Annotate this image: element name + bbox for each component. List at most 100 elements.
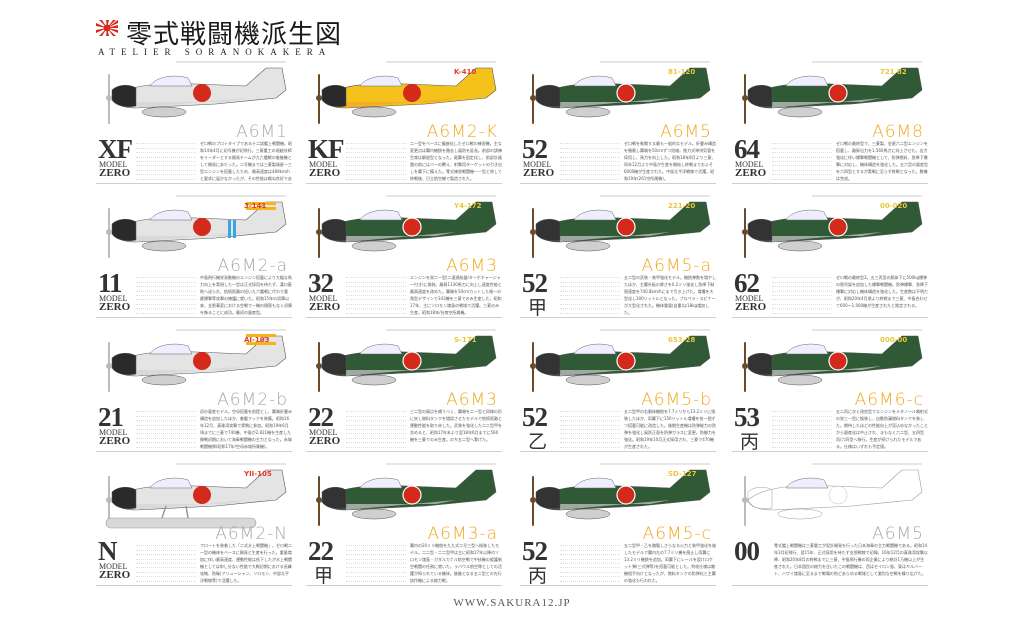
variant-description: ゼロ戦のプロトタイプである十二試艦上戦闘機。昭和14年4月に初号機が初飛行。三菱… xyxy=(200,141,292,181)
spec-table xyxy=(346,274,406,314)
variant-description: 五二型の武装・装甲強化モデル。機銃弾数を増やしたほか、主翼外板の厚さを0.2ミリ… xyxy=(624,275,716,315)
variant-designation: A6M1 xyxy=(236,122,288,142)
spec-table xyxy=(136,408,196,448)
spec-table xyxy=(560,274,620,314)
spec-table xyxy=(772,274,832,314)
model-number: 00 xyxy=(734,536,760,566)
model-number: 62 xyxy=(734,268,760,298)
divider xyxy=(96,451,292,452)
zero-text: ZERO xyxy=(735,167,767,179)
model-number: 52 xyxy=(522,268,548,298)
model-number: N xyxy=(98,536,117,566)
model-text: MODEL xyxy=(99,562,128,571)
variant-description: 五二型甲・乙を踏襲しさらなる火力と装甲強化を施したモデルで翼内左の7.7ミリ機を… xyxy=(624,543,716,583)
zero-text: ZERO xyxy=(309,435,341,447)
spec-table xyxy=(560,542,620,582)
variant-description: 零式艦上戦闘機は三菱重工が設計開発を行った日本海軍の主力戦闘機である。昭和14年… xyxy=(774,543,928,576)
tail-code: 00-020 xyxy=(880,202,908,210)
divider xyxy=(732,183,928,184)
aircraft-illustration-icon xyxy=(105,463,287,529)
model-number: 64 xyxy=(734,134,760,164)
variant-card: A6M3-a 22 甲 翼内の20ミリ機銃を九九式二号三型へ換装したモデル。二二… xyxy=(306,462,502,587)
variant-description: 五二丙に次ぐ改良型でエンジンをメタノール噴射式の栄三一型に換装し、自動防漏燃料タ… xyxy=(836,409,928,449)
spec-table xyxy=(772,408,832,448)
aircraft-illustration: S-171 xyxy=(306,328,502,406)
variant-card: 000-00 A6M6-c 53 丙 五二丙に次ぐ改良型でエンジンをメタノール噴… xyxy=(732,328,928,453)
variant-designation: A6M2-a xyxy=(217,256,288,276)
spec-table xyxy=(560,140,620,180)
aircraft-illustration-icon xyxy=(316,61,497,124)
spec-table xyxy=(560,408,620,448)
aircraft-illustration-icon xyxy=(742,61,923,124)
tail-code: 721 82 xyxy=(880,68,907,76)
aircraft-illustration xyxy=(306,462,502,540)
aircraft-illustration: 81-120 xyxy=(520,60,716,138)
variant-description: 二一型をベースに複座化したゼロ戦の練習機。主な変更点は翼内機銃を撤去し風防を延長… xyxy=(410,141,502,181)
zero-text: ZERO xyxy=(309,167,341,179)
divider xyxy=(96,585,292,586)
model-number: 22 xyxy=(308,402,334,432)
model-number: 11 xyxy=(98,268,122,298)
model-suffix-kanji: 丙 xyxy=(740,431,760,453)
aircraft-illustration-icon xyxy=(530,329,711,392)
model-text: MODEL xyxy=(309,160,338,169)
model-suffix-kanji: 甲 xyxy=(528,297,548,319)
tail-code: 221-20 xyxy=(668,202,696,210)
aircraft-illustration-icon xyxy=(742,463,923,526)
tail-code: AI-103 xyxy=(244,336,270,344)
aircraft-illustration xyxy=(96,60,292,138)
aircraft-illustration: K-410 xyxy=(306,60,502,138)
model-text: MODEL xyxy=(523,160,552,169)
variant-description: ゼロ戦の最終型で、三菱製、金星六二型エンジンを搭載し、離昇出力を1,560馬力に… xyxy=(836,141,928,181)
tail-code: 3-141 xyxy=(244,202,267,210)
model-number: 53 xyxy=(734,402,760,432)
spec-table xyxy=(346,542,406,582)
variant-description: フロートを装着した「二式水上戦闘機」。ゼロ戦二一型の機体をベースに開発と生産を行… xyxy=(200,543,292,583)
variant-description: 五二型甲の右胴体機銃を7.7ミリから13.2ミリに換装したほか、両翼下に150リ… xyxy=(624,409,716,449)
aircraft-illustration: 721 82 xyxy=(732,60,928,138)
model-text: MODEL xyxy=(309,428,338,437)
model-number: 52 xyxy=(522,536,548,566)
aircraft-illustration-icon xyxy=(742,329,923,392)
model-text: MODEL xyxy=(735,294,764,303)
zero-text: ZERO xyxy=(99,167,131,179)
spec-table xyxy=(136,274,196,314)
atelier-subtitle: ATELIER SORANOKAKERA xyxy=(98,47,332,57)
spec-table xyxy=(346,408,406,448)
rising-sun-flag-icon xyxy=(96,20,118,36)
model-number: 21 xyxy=(98,402,124,432)
model-number: 52 xyxy=(522,402,548,432)
aircraft-illustration-icon xyxy=(530,195,711,258)
variant-description: 三二型の弱点を補うべく、翼端を二一型と同様の形に戻し燃料タンクを増設させたモデル… xyxy=(410,409,502,442)
model-number: 22 xyxy=(308,536,334,566)
tail-code: S-171 xyxy=(454,336,477,344)
divider xyxy=(520,585,716,586)
variant-designation: A6M8 xyxy=(872,122,924,142)
aircraft-illustration-icon xyxy=(530,61,711,124)
variant-description: ゼロ戦を象徴する最も一般的なモデル。折畳み構造を撤廃し翼端を50cmずつ短縮。推… xyxy=(624,141,716,181)
footer-url[interactable]: WWW.SAKURA12.JP xyxy=(453,597,571,609)
model-number: 52 xyxy=(522,134,548,164)
aircraft-illustration-icon xyxy=(316,463,497,526)
divider xyxy=(306,183,502,184)
aircraft-illustration: Y4-172 xyxy=(306,194,502,272)
variant-description: ゼロ戦の最終型3。五三丙型の胴体下に500kg爆弾の懸吊架を追加した爆撃戦闘機。… xyxy=(836,275,928,308)
tail-code: 81-120 xyxy=(668,68,696,76)
divider xyxy=(306,585,502,586)
zero-text: ZERO xyxy=(735,301,767,313)
aircraft-illustration xyxy=(732,462,928,540)
variant-designation: A6M3-a xyxy=(427,524,498,544)
divider xyxy=(306,317,502,318)
spec-table xyxy=(346,140,406,180)
